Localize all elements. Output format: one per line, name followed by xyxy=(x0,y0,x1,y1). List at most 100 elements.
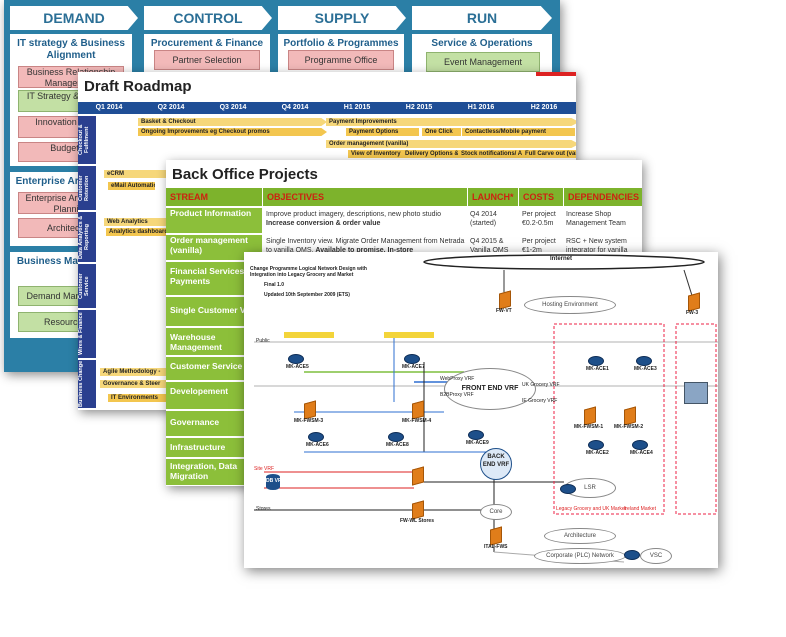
network-lines xyxy=(254,254,718,563)
section-title: Business Management xyxy=(16,256,126,267)
router-icon xyxy=(468,430,484,440)
legacy-label: Legacy Grocery and UK Market xyxy=(556,506,627,512)
ireland-label: Ireland Market xyxy=(624,506,656,512)
ace-label: MK-ACE3 xyxy=(634,366,657,372)
quarter-label: H2 2016 xyxy=(530,104,558,111)
firewall-label: ITAL-FWS xyxy=(484,544,508,550)
objective-bold: Increase conversion & order value xyxy=(266,220,381,227)
row-label: Customer Service xyxy=(78,264,96,308)
public-label: Public xyxy=(256,338,270,344)
bar-web-analytics: Web Analytics xyxy=(104,218,177,226)
quarter-label: Q1 2014 xyxy=(95,104,123,111)
b2bproxy-label: B2BProxy VRF xyxy=(440,392,474,398)
quarter-label: Q4 2014 xyxy=(281,104,309,111)
chevron-demand: DEMAND xyxy=(10,6,138,30)
launch-cell: Q4 2015 & Vanilla OMS xyxy=(470,238,509,254)
ace-label: MK-ACE1 xyxy=(586,366,609,372)
launch-cell: Q4 2014 (started) xyxy=(470,211,497,227)
row-label: Wires & Finance xyxy=(78,310,96,358)
bar-email-automation: eMail Automation xyxy=(108,182,155,190)
firewall-icon xyxy=(584,406,596,426)
firewall-icon xyxy=(499,290,511,310)
network-subtitle: Final 1.0 xyxy=(264,282,285,288)
ace-label: MK-ACE6 xyxy=(306,442,329,448)
objective-cell: Improve product imagery, descriptions, n… xyxy=(266,210,466,228)
column-title: Procurement & Finance xyxy=(150,38,264,49)
stream-label: Product Information xyxy=(166,208,262,234)
objective-text: Single Inventory view. Migrate Order Man… xyxy=(266,238,465,254)
architecture-cloud: Architecture xyxy=(544,528,616,544)
firewall-icon xyxy=(304,400,316,420)
router-icon xyxy=(624,550,640,560)
firewall-label: MK-FWSM-2 xyxy=(614,424,644,430)
router-icon xyxy=(388,432,404,442)
section-title: Enterprise Architecture xyxy=(15,176,127,187)
firewall-label: MK-FWSM-3 xyxy=(294,418,324,424)
bar-order-management: Order management (vanilla) xyxy=(326,140,576,148)
bar-one-click: One Click xyxy=(422,128,461,136)
router-icon xyxy=(588,440,604,450)
box-event-management: Event Management xyxy=(426,52,540,72)
ace-label: MK-ACE4 xyxy=(630,450,653,456)
quarter-header: Q1 2014 Q2 2014 Q3 2014 Q4 2014 H1 2015 … xyxy=(78,102,576,114)
ie-grocery-label: IE Grocery VRF xyxy=(522,398,558,404)
row-label: Business Change xyxy=(78,360,96,408)
db-vrf-label: DB VRF xyxy=(266,478,285,484)
server-icon xyxy=(684,382,708,404)
quarter-label: Q2 2014 xyxy=(157,104,185,111)
firewall-icon xyxy=(412,400,424,420)
firewall-icon xyxy=(490,526,502,546)
bar-payment-options: Payment Options xyxy=(346,128,419,136)
bar-it-environments: IT Environments xyxy=(108,394,171,402)
database-icon xyxy=(266,474,280,490)
network-updated: Updated 10th September 2009 (ETS) xyxy=(264,292,350,298)
row-label: Data Analytics & Reporting xyxy=(78,212,96,262)
firewall-icon xyxy=(412,466,424,486)
firewall-label: MK-FWSM-1 xyxy=(574,424,604,430)
internet-label: Internet xyxy=(550,256,573,262)
firewall-icon xyxy=(624,406,636,426)
chevron-supply: SUPPLY xyxy=(278,6,406,30)
column-control: Procurement & Finance Partner Selection xyxy=(144,34,270,74)
quarter-label: Q3 2014 xyxy=(219,104,247,111)
ace-label: MK-ACE5 xyxy=(286,364,309,370)
router-icon xyxy=(308,432,324,442)
router-icon xyxy=(636,356,652,366)
firewall-label: MK-FWSM-4 xyxy=(402,418,432,424)
quarter-label: H1 2016 xyxy=(467,104,495,111)
network-title: Change Programme Logical Network Design … xyxy=(250,266,367,278)
slide-title: Back Office Projects xyxy=(172,166,318,183)
uk-grocery-label: UK Grocery VRF xyxy=(522,382,560,388)
router-icon xyxy=(560,484,576,494)
bar-delivery-options: Delivery Options & Shop Returns xyxy=(402,150,459,158)
firewall-icon xyxy=(688,292,700,312)
core-cloud: Core xyxy=(480,504,512,520)
bar-ongoing-improvements: Ongoing Improvements eg Checkout promos xyxy=(138,128,327,136)
header-dependencies: DEPENDENCIES xyxy=(564,188,642,206)
column-title: Service & Operations xyxy=(431,38,533,49)
bar-full-carve-out: Full Carve out (vanilla Stores) xyxy=(522,150,576,158)
corporate-cloud: Corporate (PLC) Network xyxy=(534,548,626,564)
router-icon xyxy=(632,440,648,450)
firewall-icon xyxy=(412,500,424,520)
bar-basket-checkout: Basket & Checkout xyxy=(138,118,327,126)
webproxy-label: WebProxy VRF xyxy=(440,376,475,382)
box-partner-selection: Partner Selection xyxy=(154,50,260,70)
bar-view-inventory: View of Inventory xyxy=(348,150,403,158)
vsc-cloud: VSC xyxy=(640,548,672,564)
ace-label: MK-ACE8 xyxy=(386,442,409,448)
firewall-label: FW-VT xyxy=(496,308,512,314)
bar-analytics-dashboard: Analytics dashboard xyxy=(106,228,171,236)
bar-stock-notifications: Stock notifications/ Available to Promis… xyxy=(458,150,523,158)
deps-cell: Increase Shop Management Team xyxy=(566,211,626,227)
stream-label: Infrastructure xyxy=(166,438,262,458)
objective-text: Improve product imagery, descriptions, n… xyxy=(266,211,441,218)
header-launch: LAUNCH* xyxy=(468,188,518,206)
chevron-run: RUN xyxy=(412,6,552,30)
slide-network-design: Change Programme Logical Network Design … xyxy=(244,252,718,568)
row-label: Checkout & Fulfilment xyxy=(78,116,96,164)
slide-title: Draft Roadmap xyxy=(84,78,192,95)
stores-label: Stores xyxy=(256,506,271,512)
router-icon xyxy=(288,354,304,364)
column-run: Service & Operations Event Management xyxy=(412,34,552,74)
